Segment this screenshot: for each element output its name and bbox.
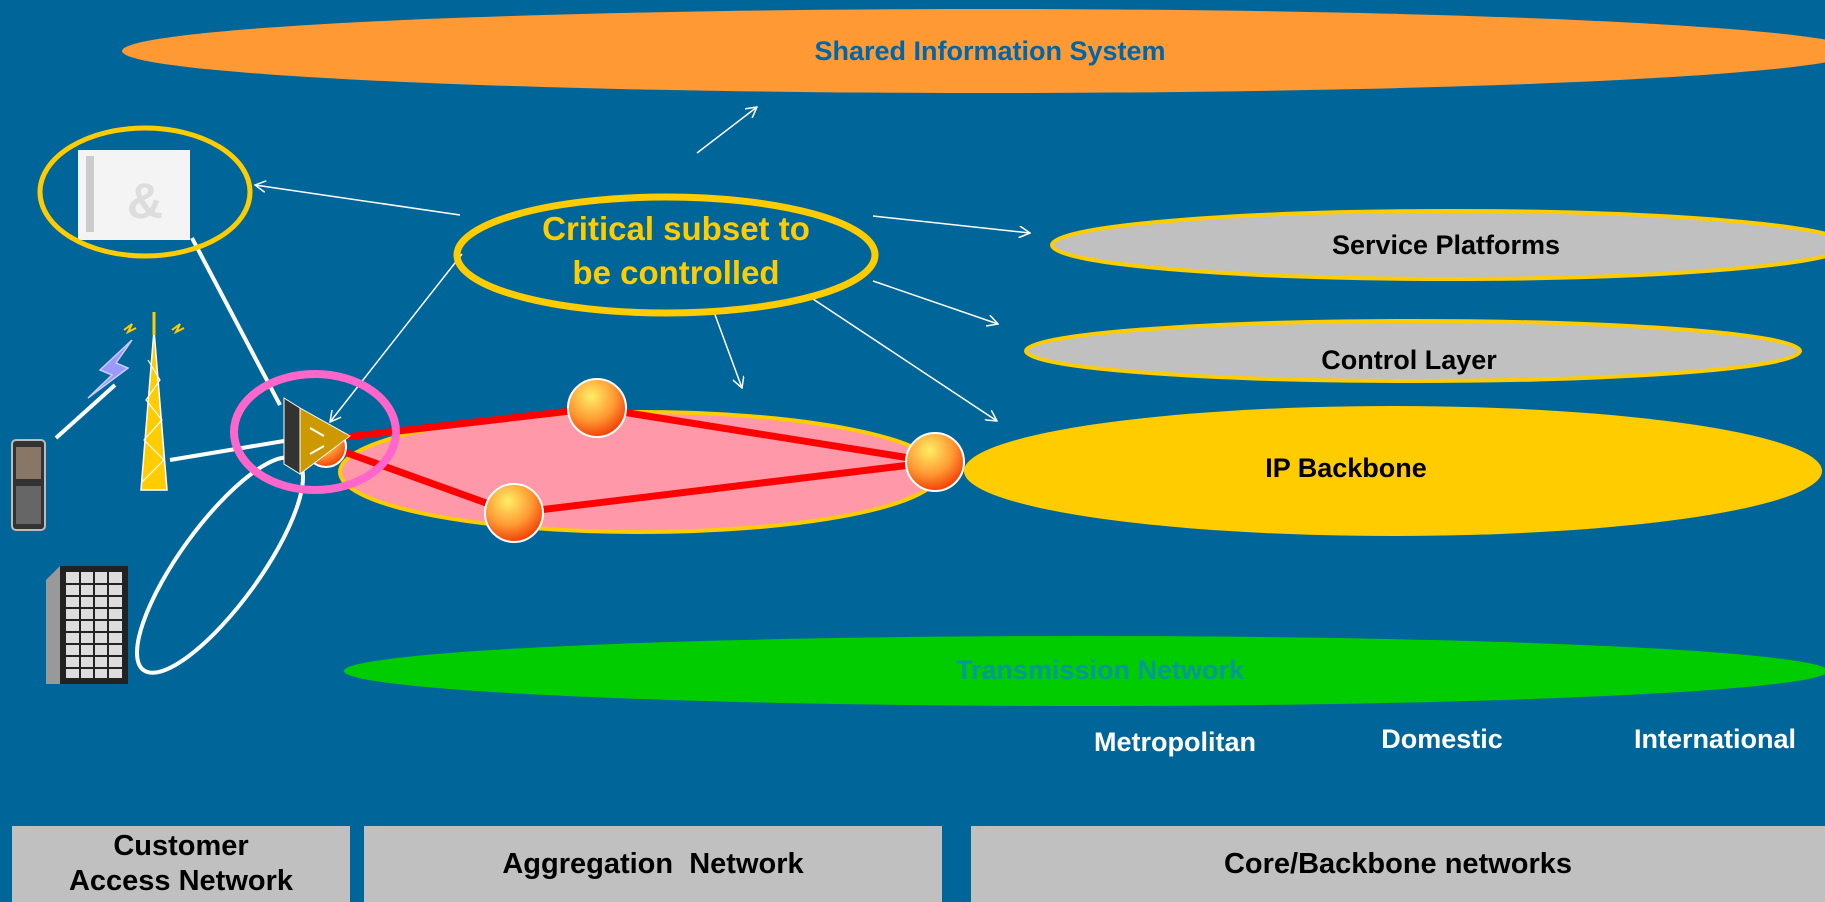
radio-tower-icon	[123, 312, 185, 491]
aggregation-node-top	[567, 378, 627, 438]
scope-metropolitan: Metropolitan	[1094, 727, 1256, 757]
shared-information-system-label: Shared Information System	[814, 36, 1165, 66]
service-platforms-ellipse	[1050, 209, 1825, 281]
band-aggregation: Aggregation Network	[364, 826, 942, 902]
mobile-phone-icon	[11, 439, 46, 531]
ip-backbone-ellipse	[964, 406, 1822, 536]
band-customer-access-line2: Access Network	[68, 865, 294, 897]
modem-highlight-ellipse	[37, 125, 253, 259]
network-diagram: Shared Information System Service Platfo…	[11, 9, 1825, 757]
svg-text:&: &	[127, 173, 163, 229]
band-customer-access-line1: Customer	[113, 830, 249, 863]
scope-domestic: Domestic	[1381, 724, 1503, 754]
aggregation-node-core-edge	[905, 432, 965, 492]
shared-information-system-ellipse	[122, 9, 1825, 93]
band-core: Core/Backbone networks	[971, 826, 1825, 902]
building-icon	[46, 566, 128, 684]
lightning-icon	[87, 339, 133, 399]
band-core-label: Core/Backbone networks	[1223, 847, 1573, 880]
control-layer-label: Control Layer	[1321, 345, 1497, 375]
transmission-network-label: Transmission Network	[956, 655, 1245, 685]
aggregation-node-bottom	[484, 483, 544, 543]
router-device-icon	[283, 397, 351, 476]
service-platforms-label: Service Platforms	[1332, 230, 1560, 260]
scope-international: International	[1634, 724, 1796, 754]
access-modem-icon: &	[78, 150, 190, 240]
transmission-network-ellipse	[344, 636, 1825, 706]
critical-arrows	[255, 107, 1030, 422]
control-layer-ellipse	[1024, 319, 1802, 383]
band-customer-access: Customer Access Network	[12, 826, 350, 902]
band-aggregation-label: Aggregation Network	[502, 847, 804, 880]
critical-subset-line2: be controlled	[572, 254, 779, 291]
critical-subset-ellipse	[453, 193, 879, 317]
router-highlight-ellipse	[230, 370, 400, 494]
critical-subset-line1: Critical subset to	[542, 210, 810, 247]
ip-backbone-label: IP Backbone	[1265, 453, 1427, 483]
